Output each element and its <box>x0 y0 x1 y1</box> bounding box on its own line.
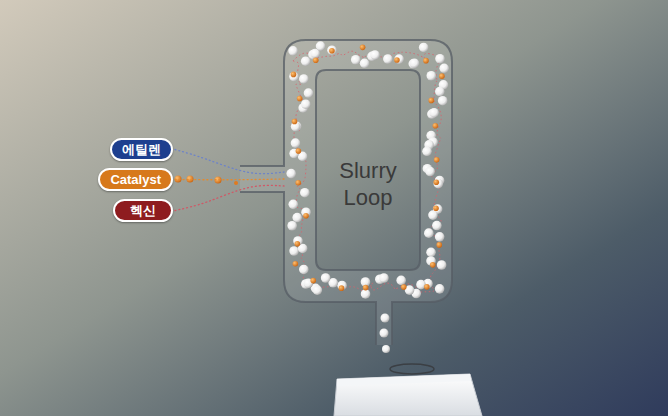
feed-stream <box>175 178 284 180</box>
pipe-fill <box>240 40 452 345</box>
outlet-particles <box>380 314 391 354</box>
reactor-label: Slurry Loop <box>322 157 414 212</box>
feed-badge: Catalyst <box>98 168 173 191</box>
feed-stream <box>175 185 284 210</box>
collection-tank <box>334 364 482 416</box>
slurry-particles <box>286 41 449 298</box>
catalyst-dots <box>175 176 239 186</box>
slurry-loop-reactor: Slurry Loop <box>284 40 452 302</box>
feed-stream <box>175 150 284 174</box>
feed-label: 에틸렌 <box>122 141 161 159</box>
feed-label: Catalyst <box>110 172 161 187</box>
feed-badge: 헥신 <box>113 199 173 222</box>
feed-label: 헥신 <box>130 202 156 220</box>
pipe-outline <box>240 40 452 345</box>
feed-badge: 에틸렌 <box>110 138 173 161</box>
